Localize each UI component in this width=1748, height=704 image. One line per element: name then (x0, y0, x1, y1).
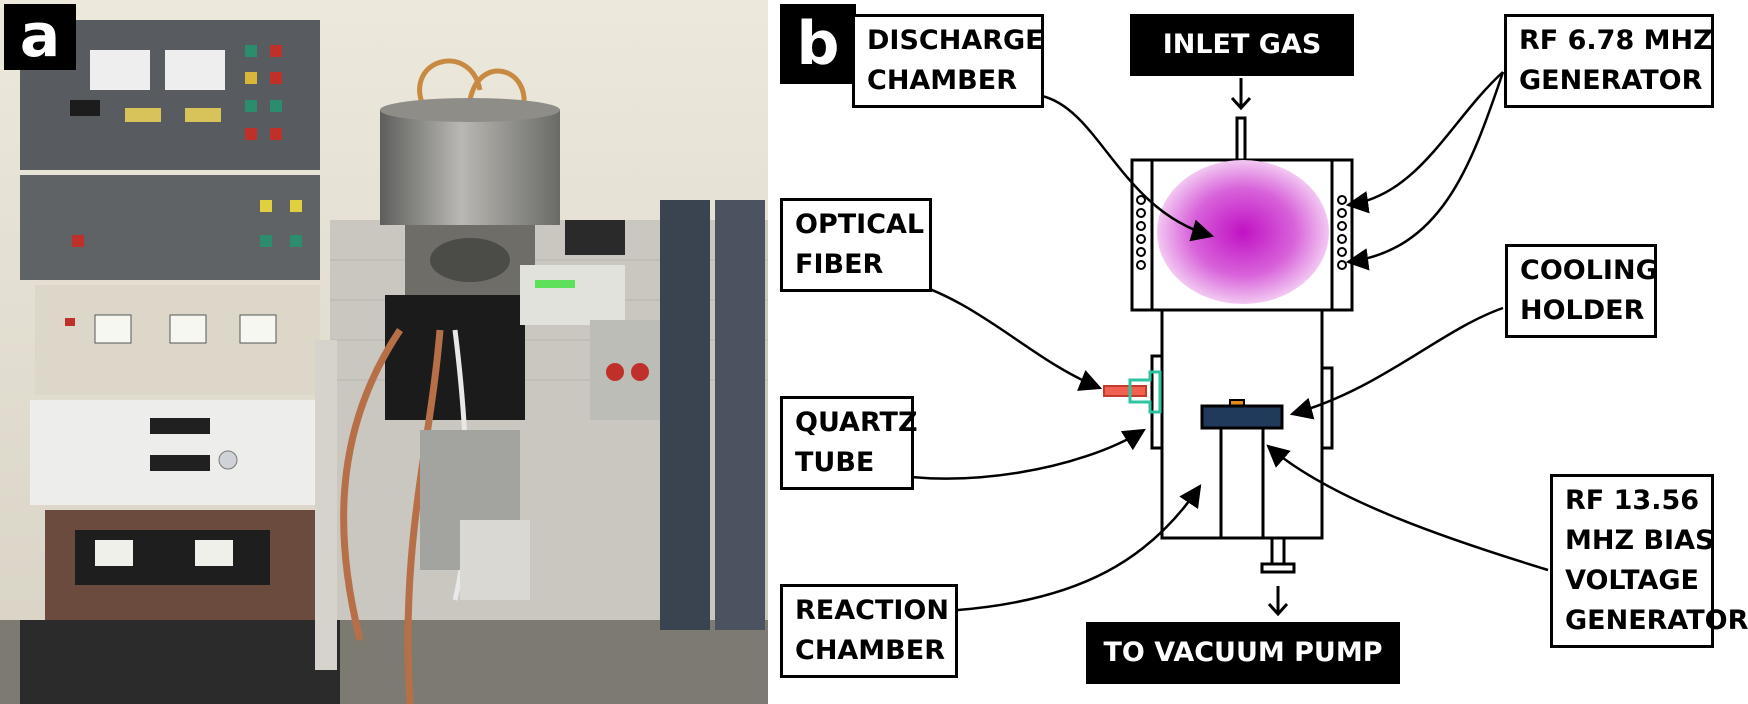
reactor-schematic (879, 71, 1549, 617)
left-port (1150, 354, 1164, 450)
label-reaction-chamber: REACTION CHAMBER (780, 584, 958, 678)
equipment-rack (20, 20, 340, 704)
label-rf-1356-generator: RF 13.56 MHZ BIAS VOLTAGE GENERATOR (1550, 474, 1748, 648)
quartz-tube (1128, 370, 1162, 414)
label-discharge-chamber: DISCHARGE CHAMBER (852, 14, 1044, 108)
plasma-glow (1157, 160, 1329, 304)
vacuum-outlet (1270, 536, 1286, 568)
label-optical-fiber: OPTICAL FIBER (780, 198, 932, 292)
label-inlet-gas: INLET GAS (1130, 14, 1354, 76)
cooling-holder (1200, 404, 1284, 430)
plasma-reactor (315, 58, 560, 704)
panel-label-a: a (4, 4, 76, 70)
panel-label-b: b (780, 4, 856, 84)
label-quartz-tube: QUARTZ TUBE (780, 396, 918, 490)
lab-photograph (0, 0, 768, 704)
gas-inlet-pipe (1235, 116, 1247, 162)
leader-lines (879, 71, 1549, 612)
optical-fiber (1103, 385, 1147, 397)
rf-coil-left (1136, 195, 1146, 270)
label-cooling-holder: COOLING HOLDER (1505, 244, 1658, 338)
right-port (1320, 366, 1334, 450)
holder-stem (1219, 426, 1265, 540)
label-rf-678-generator: RF 6.78 MHZ GENERATOR (1504, 14, 1714, 108)
control-instruments (460, 200, 765, 630)
label-vacuum-pump: TO VACUUM PUMP (1086, 622, 1400, 684)
